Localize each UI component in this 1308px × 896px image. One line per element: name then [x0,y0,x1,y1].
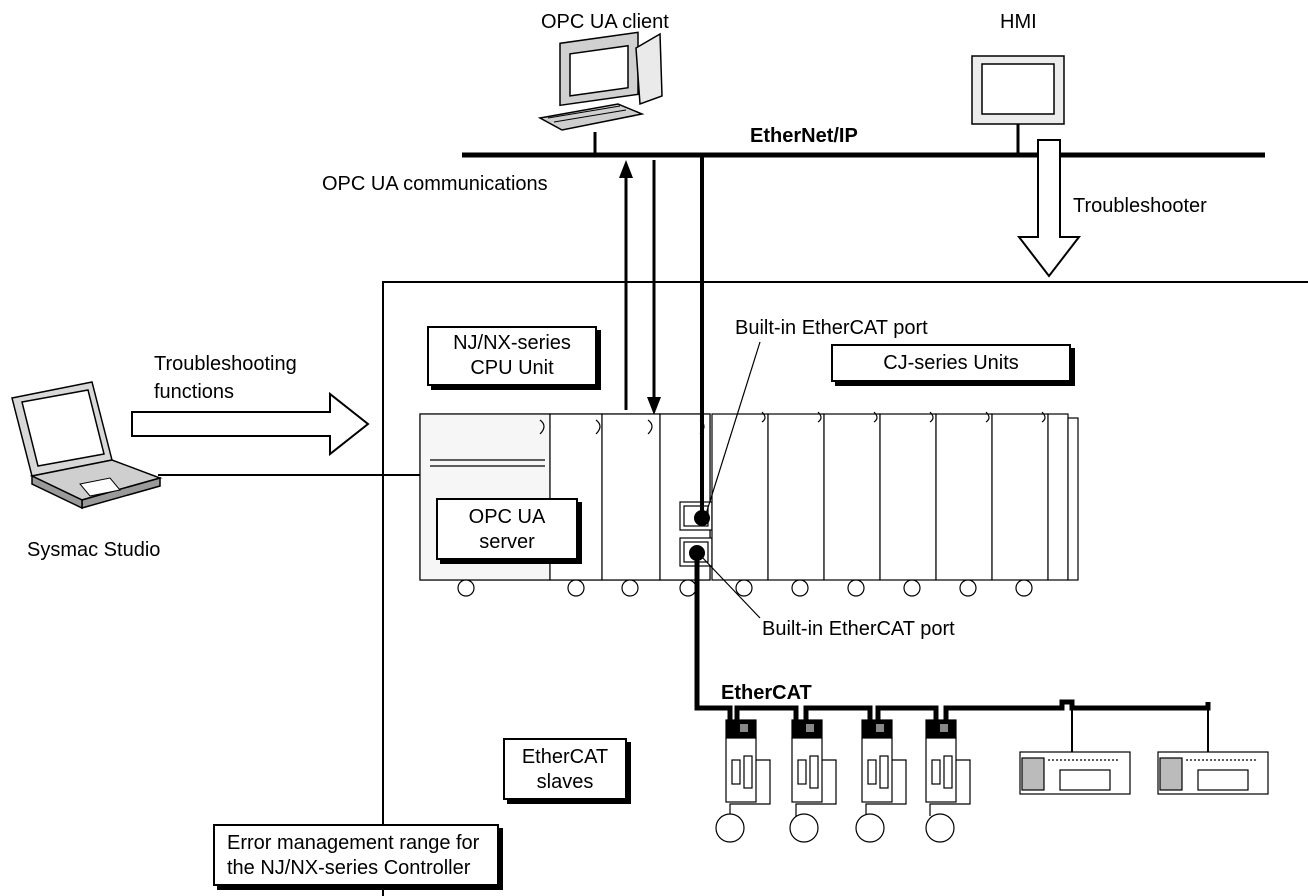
cpu-unit-line-1: NJ/NX-series [453,332,571,354]
error-management-range-line-2: the NJ/NX-series Controller [227,857,471,879]
troubleshooting-functions-arrow [131,391,370,457]
port-leader-top [705,341,761,515]
troubleshooting-functions-label-1: Troubleshooting [154,353,297,375]
builtin-ethercat-port-label-bottom: Built-in EtherCAT port [762,618,955,640]
opc-ua-client-label: OPC UA client [541,11,669,33]
cpu-unit-line-2: CPU Unit [470,357,554,379]
cj-series-units-box: CJ-series Units [831,344,1071,382]
remote-io-slave-icon [1157,751,1269,795]
troubleshooter-arrow [1016,139,1082,278]
cj-series-units-line: CJ-series Units [883,352,1019,374]
ethercat-slaves-box: EtherCAT slaves [503,738,627,800]
builtin-ethercat-port-label-top: Built-in EtherCAT port [735,317,928,339]
troubleshooter-label: Troubleshooter [1073,195,1207,217]
opc-ua-server-line-1: OPC UA [468,506,546,528]
servo-drive-icon [789,719,837,843]
troubleshooting-functions-label-2: functions [154,381,235,403]
ethercat-slaves-line-1: EtherCAT [521,746,609,768]
ethernet-ip-port-dot [694,510,710,526]
error-management-range-box: Error management range for the NJ/NX-ser… [213,824,499,886]
servo-drive-icon [715,719,771,843]
opc-ua-server-line-2: server [479,531,535,553]
error-management-range-outline [382,281,1308,896]
opc-ua-server-box: OPC UA server [436,498,578,560]
sysmac-studio-laptop-icon [11,381,163,510]
opc-ua-communications-arrows [619,160,661,415]
port-leader-bottom [699,554,761,619]
error-management-range-line-1: Error management range for [227,832,480,854]
remote-io-slave-icon [1019,751,1131,795]
opc-ua-client-computer-icon [537,31,663,155]
ethercat-slaves-line-2: slaves [536,771,594,793]
ethercat-label: EtherCAT [721,682,812,704]
sysmac-studio-label: Sysmac Studio [27,539,161,561]
ethernet-ip-label: EtherNet/IP [750,125,858,147]
servo-drive-icon [855,719,907,843]
servo-drive-icon [925,719,971,843]
opc-ua-communications-label: OPC UA communications [322,173,548,195]
hmi-label: HMI [1000,11,1037,33]
cpu-unit-box: NJ/NX-series CPU Unit [427,326,597,386]
hmi-panel-icon [971,55,1065,155]
